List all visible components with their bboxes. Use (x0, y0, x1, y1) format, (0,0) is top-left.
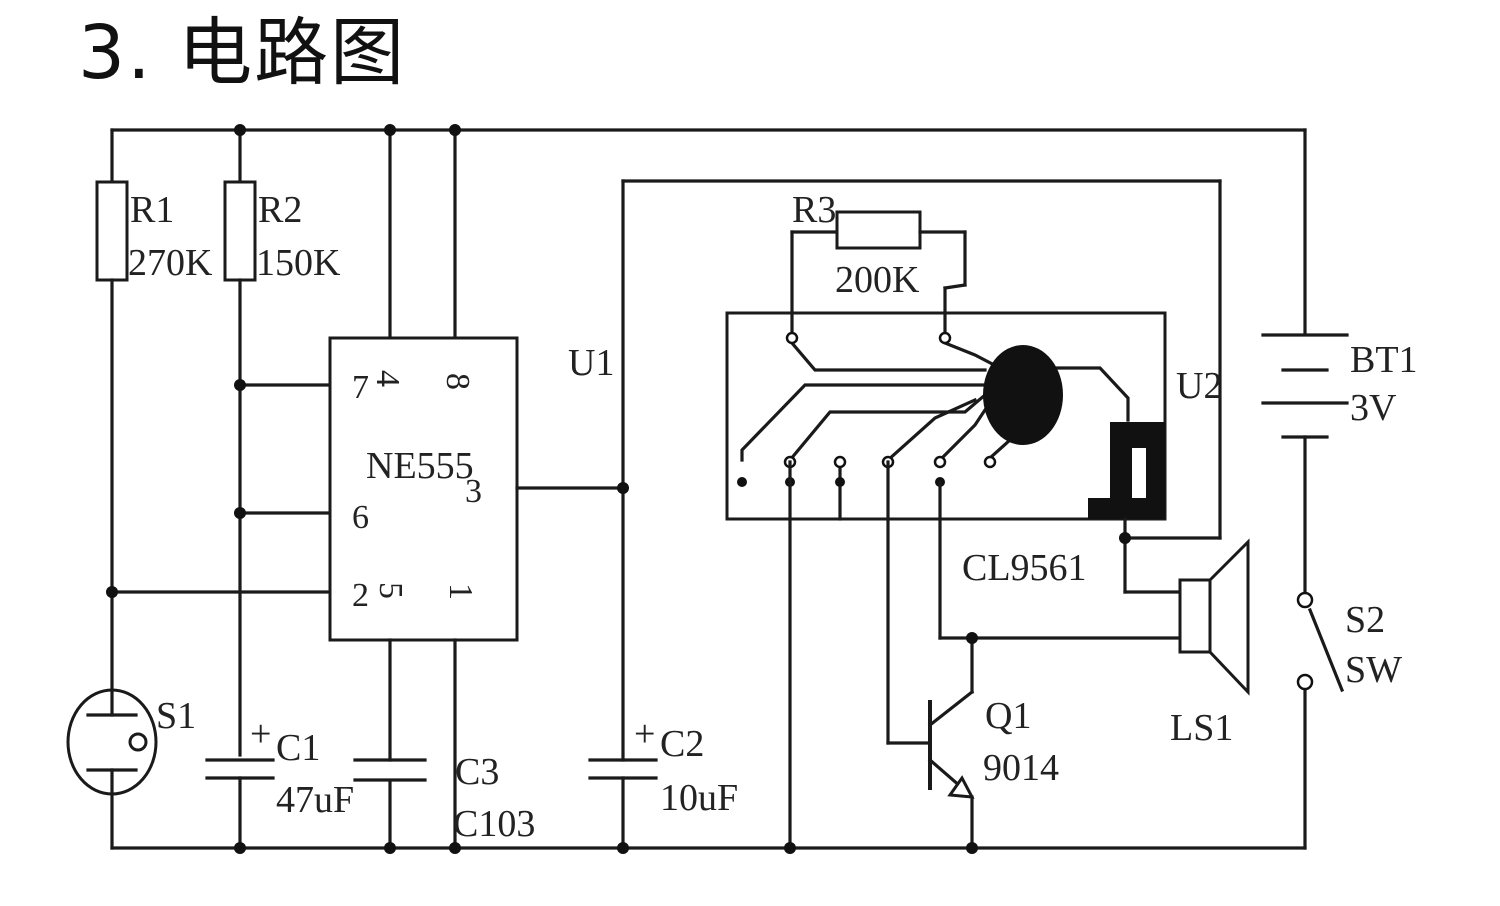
pin-1-label: 1 (442, 583, 479, 600)
ic-ne555: 7 4 8 NE555 3 6 2 5 1 (328, 128, 625, 850)
pin-4-label: 4 (369, 370, 406, 387)
r3-value: 200K (835, 259, 920, 301)
pin-3-label: 3 (465, 473, 482, 510)
pin-8-label: 8 (439, 373, 476, 390)
power-rails (110, 128, 1307, 850)
resistor-r1: R1 270K (95, 128, 213, 692)
c2-plus: + (634, 713, 655, 755)
battery-bt1: BT1 3V (1261, 333, 1418, 439)
ne555-label: NE555 (366, 445, 474, 487)
c3-label: C3 (455, 751, 499, 793)
page-title: 3. 电路图 (78, 10, 407, 96)
c3-value: C103 (453, 803, 535, 845)
cl9561-label: CL9561 (962, 547, 1087, 589)
c1-plus: + (250, 713, 271, 755)
u2-label: U2 (1176, 365, 1222, 407)
switch-s2: S2 SW (1296, 591, 1402, 693)
u1-label: U1 (568, 342, 614, 384)
c1-value: 47uF (276, 779, 354, 821)
capacitor-c2: + C2 10uF (588, 713, 738, 850)
u1-node: U1 (568, 179, 1222, 762)
c2-label: C2 (660, 723, 704, 765)
r2-value: 150K (256, 242, 341, 284)
transistor-q1: Q1 9014 (927, 636, 1059, 850)
s2-value: SW (1345, 649, 1402, 691)
r2-label: R2 (258, 189, 302, 231)
bt1-value: 3V (1350, 387, 1397, 429)
resistor-r2: R2 150K (223, 128, 341, 757)
capacitor-c1: + C1 47uF (205, 713, 354, 850)
bt1-label: BT1 (1350, 339, 1418, 381)
c1-label: C1 (276, 727, 320, 769)
r1-label: R1 (130, 189, 174, 231)
pin-7-label: 7 (352, 369, 369, 406)
s1-label: S1 (156, 695, 196, 737)
pin-5-label: 5 (372, 582, 409, 599)
q1-label: Q1 (985, 695, 1031, 737)
capacitor-c3: C3 C103 (353, 751, 535, 845)
speaker-ls1: LS1 (1170, 538, 1250, 749)
q1-value: 9014 (983, 747, 1059, 789)
r1-value: 270K (128, 242, 213, 284)
c2-value: 10uF (660, 777, 738, 819)
r3-label: R3 (792, 189, 836, 231)
junction-dots (106, 124, 1131, 854)
ls1-label: LS1 (1170, 707, 1233, 749)
s2-label: S2 (1345, 599, 1385, 641)
ic-cl9561: R3 200K U2 CL9561 (725, 189, 1222, 589)
pin-2-label: 2 (352, 577, 369, 614)
sensor-s1: S1 (66, 688, 196, 850)
pin-6-label: 6 (352, 499, 369, 536)
